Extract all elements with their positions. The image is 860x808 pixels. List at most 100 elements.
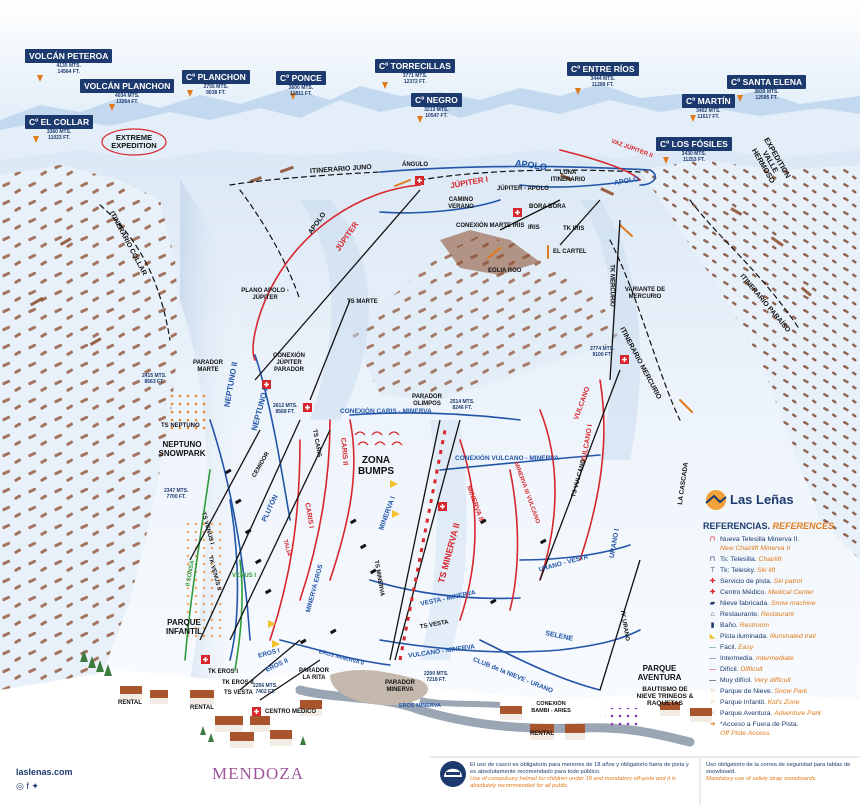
- intermediate-line-icon: —: [709, 655, 716, 662]
- run-venus-i: VENUS I: [232, 573, 257, 579]
- ref-easy: —Fácil. Easy: [709, 644, 754, 651]
- run-angulo: ÁNGULO: [402, 162, 428, 168]
- ref-new-chairlift: ⊓Nueva Telesilla Minerva II.: [709, 536, 800, 543]
- ref-off-piste-en: Off Piste Access: [720, 730, 770, 737]
- parque-aventura-label: PARQUE AVENTURA: [637, 664, 682, 682]
- mendoza-logo: MENDOZA: [212, 764, 304, 783]
- lift-tk-eros-ii: TK EROS II: [222, 680, 254, 686]
- rental-label-3: RENTAL: [530, 731, 554, 737]
- helmet-icon: [440, 761, 466, 787]
- parque-infantil-label: PARQUE INFANTIL: [166, 618, 202, 636]
- parador-la-rita-label: PARADOR LA RITA: [299, 668, 329, 681]
- helmet-notice: El uso de casco es obligatorio para meno…: [470, 762, 689, 789]
- strap-notice: Uso obligatorio de la correa de segurida…: [706, 762, 851, 782]
- neptuno-snowpark-label: NEPTUNO SNOWPARK: [158, 440, 206, 458]
- run-iris: IRIS: [528, 225, 540, 231]
- ski-patrol-icons: [201, 176, 629, 716]
- ski-lift-icon: ⊤: [709, 567, 716, 574]
- zona-bumps-label: ZONA BUMPS: [357, 455, 395, 477]
- peak-cerro-martin: Cº MARTÍN 3402 MTS.11617 FT.: [682, 94, 735, 120]
- off-piste-arrow-icon: ➔: [709, 721, 716, 728]
- chairlift-icon: ⊓: [709, 556, 716, 563]
- ref-new-chairlift-en: New Chairlift Minerva II: [720, 545, 791, 552]
- rental-label-1: RENTAL: [118, 700, 142, 706]
- lift-tk-eros: TK EROS I: [208, 669, 239, 675]
- rental-label-2: RENTAL: [190, 705, 214, 711]
- peak-cerro-torrecillas: Cº TORRECILLAS 3771 MTS.12372 FT.: [375, 59, 455, 85]
- peak-volcan-planchon: VOLCÁN PLANCHON 4034 MTS.13264 FT.: [80, 79, 175, 105]
- adventure-park-dots-icon: ⁙: [709, 710, 716, 717]
- illuminated-trail-icon: ◣: [709, 633, 716, 640]
- restaurant-icon: ⌂: [710, 611, 715, 618]
- peak-cerro-ponce: Cº PONCE 3600 MTS.11811 FT.: [276, 71, 326, 97]
- altitude-snowpark: 2347 MTS.7700 FT.: [164, 488, 189, 500]
- run-eolia-roo: EOLIA ROO: [488, 268, 522, 274]
- parador-marte-label: PARADOR MARTE: [193, 360, 223, 373]
- ref-snow-machine: ▰Nieve fabricada. Snow machine: [709, 600, 816, 607]
- extreme-expedition-label: EXTREME EXPEDITION: [111, 133, 157, 150]
- easy-line-icon: —: [709, 644, 716, 651]
- ref-chairlift: ⊓Ts: Telesilla. Chairlift: [709, 556, 782, 563]
- difficult-line-icon: —: [709, 666, 716, 673]
- lift-ts-vesta-bottom: TS VESTA: [224, 690, 253, 696]
- bautismo-label: BAUTISMO DE NIEVE TRINEOS & RAQUETAS: [636, 686, 694, 707]
- altitude-la-rita: 2256 MTS.7402 FT.: [253, 683, 278, 695]
- ref-snow-park: ⁙Parque de Nieve. Snow Park: [709, 688, 808, 695]
- ref-intermediate: —Intermedia. Intermediate: [709, 655, 794, 662]
- ref-illuminated: ◣Pista iluminada. Illuminated trail: [709, 633, 816, 640]
- peak-volcan-peteroa: VOLCÁN PETEROA 4135 MTS.14564 FT.: [25, 49, 113, 75]
- run-bora-bora: BORA BORA: [529, 204, 566, 210]
- run-conexion-caris: CONEXIÓN CARIS - MINERVA: [340, 408, 432, 415]
- run-conexion-vulcano: CONEXIÓN VULCANO - MINERVA: [455, 455, 559, 462]
- ref-off-piste: ➔*Acceso a Fuera de Pista.: [709, 721, 799, 728]
- peak-cerro-santa-elena: Cº SANTA ELENA 3839 MTS.12595 FT.: [727, 75, 807, 101]
- ref-very-difficult: —Muy difícil. Very difficult: [709, 677, 791, 684]
- run-tk-iris: TK IRIS: [563, 226, 585, 232]
- parador-minerva-label: PARADOR MINERVA: [385, 680, 415, 693]
- altitude-parador-marte: 2415 MTS.8563 FT.: [142, 373, 167, 385]
- ref-adventure-park: ⁙Parque Aventura. Adventure Park: [709, 710, 822, 717]
- run-plano-apolo: PLANO APOLO - JÚPITER: [241, 288, 289, 301]
- run-el-cartel: EL CARTEL: [553, 249, 587, 255]
- lift-ts-neptuno: TS NEPTUNO: [161, 423, 200, 429]
- ref-restroom: ▮Baño. Restroom: [708, 622, 770, 630]
- restroom-icon: ▮: [710, 622, 715, 629]
- social-icons[interactable]: ◎ f ✦: [16, 781, 39, 791]
- ref-restaurant: ⌂Restaurante. Restaurant: [708, 611, 794, 619]
- altitude-olimpos: 2514 MTS.8246 FT.: [450, 399, 475, 411]
- ski-patrol-icon: ✚: [709, 578, 716, 585]
- las-lenas-logo: Las Leñas: [730, 492, 794, 507]
- ref-difficult: —Difícil. Difficult: [709, 666, 763, 673]
- ref-ski-lift: ⊤Tk: Telesky. Ski lift: [709, 567, 776, 574]
- website-link[interactable]: laslenas.com: [16, 767, 73, 777]
- las-lenas-logo-mark: [705, 490, 727, 510]
- run-jupiter-apolo: JÚPITER - APOLO: [497, 186, 549, 192]
- run-conexion-marte-iris: CONEXIÓN MARTE IRIS: [456, 223, 525, 229]
- snow-machine-icon: ▰: [709, 600, 716, 607]
- run-conexion-bambi: CONEXIÓN BAMBI - ARIES: [531, 701, 571, 714]
- run-conexion-jupiter: CONEXIÓN JÚPITER PARADOR: [272, 353, 305, 373]
- run-luna: LUNA ITINERARIO: [550, 170, 586, 183]
- village-buildings: [80, 650, 712, 748]
- run-variante-mercurio: VARIANTE DE MERCURIO: [624, 287, 666, 300]
- lift-ts-marte: TS MARTE: [347, 299, 378, 305]
- altitude-vulcano-top: 2774 MTS.9100 FT.: [590, 346, 615, 358]
- lift-tk-mercurio: TK MERCURIO: [608, 264, 615, 307]
- centro-medico-label: CENTRO MÉDICO: [265, 709, 316, 715]
- references-title: REFERENCIAS. REFERENCES: [703, 521, 835, 531]
- run-eros-minerva-bottom: EROS MINERVA: [399, 703, 441, 709]
- peak-cerro-el-collar: Cº EL COLLAR 3360 MTS.11023 FT.: [25, 115, 94, 141]
- snow-park-dots-icon: ⁙: [709, 688, 716, 695]
- altitude-neptuno: 2612 MTS.8568 FT.: [273, 403, 298, 415]
- run-camino-verano: CAMINO VERANO: [448, 197, 474, 210]
- ref-kids-zone: ⁙Parque Infantil. Kid's Zone: [709, 699, 800, 706]
- peak-cerro-los-fosiles: Cº LOS FÓSILES 3430 MTS.11253 FT.: [656, 137, 732, 163]
- ref-ski-patrol: ✚Servicio de pista. Ski patrol: [709, 578, 802, 585]
- chairlift-icon: ⊓: [709, 536, 716, 543]
- peak-cerro-planchon: Cº PLANCHON 2755 MTS.9038 FT.: [182, 70, 250, 96]
- peak-cerro-negro: Cº NEGRO 3213 MTS.10547 FT.: [411, 93, 462, 119]
- kids-zone-dots-icon: ⁙: [709, 699, 716, 706]
- very-difficult-line-icon: —: [709, 677, 716, 684]
